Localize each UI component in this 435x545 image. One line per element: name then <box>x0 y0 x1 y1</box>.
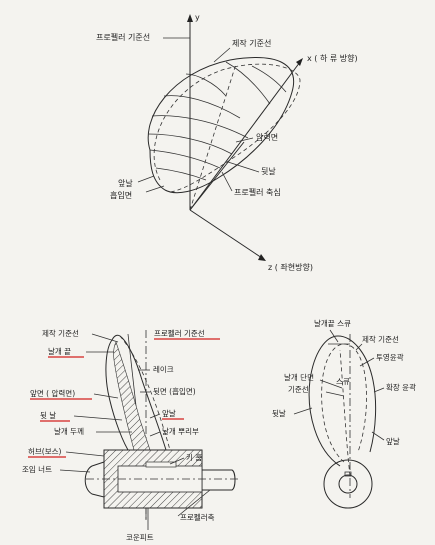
leader-trailing-edge-right <box>293 407 313 415</box>
x-axis-arrow-icon <box>296 58 303 66</box>
manufacturing-reference-line-label-right: 제작 기준선 <box>362 334 399 344</box>
axis-x-label: x ( 하 류 방향) <box>307 53 358 63</box>
leader-leading-edge-right <box>371 431 385 441</box>
manufacturing-reference-line-label: 제작 기준선 <box>232 38 271 48</box>
hub-circle-inner <box>338 474 358 494</box>
expanded-outline-label: 확장 윤곽 <box>386 382 416 392</box>
propeller-reference-line-label-2: 프로펠러 기준선 <box>154 329 205 338</box>
propeller-reference-line-label: 프로펠러 기준선 <box>96 32 150 42</box>
z-axis-arrow-icon <box>258 254 266 261</box>
blade-back-face <box>119 335 171 451</box>
cone-fit-label: 코운피트 <box>126 533 154 542</box>
leader-lock-nut <box>59 469 91 473</box>
propeller-shaft-axis <box>189 141 245 211</box>
lock-nut <box>84 461 105 498</box>
leading-edge-label: 앞날 <box>118 178 133 188</box>
keyway <box>145 461 177 468</box>
blade-section-reference-line-label-2: 기준선 <box>288 385 309 394</box>
leader-skew <box>325 391 345 397</box>
rake-label: 레이크 <box>153 364 174 374</box>
propeller-shaft-center-label: 프로펠러 축심 <box>234 187 281 197</box>
trailing-edge-label: 뒷날 <box>261 166 276 176</box>
leader-shaft-center <box>221 171 233 192</box>
leader-blade-root <box>149 431 161 437</box>
z-axis <box>189 209 263 259</box>
leading-edge-label-right: 앞날 <box>386 436 400 446</box>
projected-outline <box>321 343 367 463</box>
leader-trailing-edge <box>227 161 260 173</box>
leader-projected-outline <box>359 357 375 367</box>
pressure-face-label: 압력면 <box>256 132 278 142</box>
leader-trailing-edge-2 <box>73 415 123 421</box>
blade-projected-outline <box>153 63 301 193</box>
leader-manufacturing-ref-right <box>355 343 363 351</box>
bottom-right-blade-outline: 날개끝 스큐 제작 기준선 투영윤곽 날개 단면 기준선 스큐 확장 윤곽 뒷날… <box>272 318 416 509</box>
blade-tip-label: 날개 끝 <box>48 346 71 356</box>
manufacturing-reference-line-label-2: 제작 기준선 <box>42 328 79 338</box>
keyway-label: 키 홈 <box>186 452 202 462</box>
face-label: 앞면 ( 압력면) <box>30 388 75 398</box>
blade-section-reference-line-label-1: 날개 단면 <box>284 372 314 382</box>
leader-leading-edge-2 <box>149 413 161 419</box>
lock-nut-label: 조임 너트 <box>22 464 52 474</box>
trailing-edge-label-2: 뒷 날 <box>40 410 56 420</box>
bottom-left-blade-section: 제작 기준선 프로펠러 기준선 날개 끝 레이크 뒷면 (흡입면) 앞면 ( 압… <box>22 328 238 542</box>
axis-z-label: z ( 좌현방향) <box>268 262 313 272</box>
leader-leading-edge <box>137 175 155 183</box>
back-label: 뒷면 (흡입면) <box>153 386 196 396</box>
blade-section-lines <box>147 61 287 181</box>
leader-expanded-outline <box>373 387 385 393</box>
leader-manufacturing-ref <box>213 47 231 63</box>
axis-y-label: y <box>195 13 200 22</box>
leading-edge-label-2: 앞날 <box>162 408 176 418</box>
leader-hub <box>65 451 105 457</box>
y-axis-arrow-icon <box>187 14 193 22</box>
skew-label: 스큐 <box>336 377 350 386</box>
suction-face-label: 흡입면 <box>110 190 132 200</box>
leader-keyway <box>169 457 185 465</box>
hub-keyway <box>344 471 352 477</box>
blade-root-label: 날개 뿌리부 <box>162 426 199 436</box>
hub-circle-outer <box>323 459 373 509</box>
blade-section-reference-line <box>339 349 351 477</box>
leader-pressure-face <box>235 137 254 143</box>
blade-thickness-section <box>113 341 151 451</box>
blade-section-outline <box>105 334 167 451</box>
manufacturing-reference-line <box>189 63 237 211</box>
projected-outline-label: 투영윤곽 <box>376 352 404 362</box>
blade-outline <box>147 57 294 194</box>
propeller-shaft-label: 프로펠러축 <box>180 513 215 522</box>
blade-thickness-label: 날개 두께 <box>54 426 84 436</box>
trailing-edge-label-right: 뒷날 <box>272 408 286 418</box>
blade-tip-skew-label: 날개끝 스큐 <box>314 318 351 328</box>
leader-tip-skew <box>329 329 339 343</box>
leader-manufacturing-ref-2 <box>91 333 119 343</box>
leader-blade-section-ref <box>319 379 343 389</box>
hub-label: 허브(보스) <box>28 447 62 456</box>
expanded-outline <box>308 335 377 467</box>
leader-propeller-shaft <box>177 489 211 517</box>
leader-face <box>93 393 119 399</box>
top-figure-3d-blade: y x ( 하 류 방향) z ( 좌현방향) 프로펠러 기준선 제작 기준선 … <box>96 13 358 272</box>
leader-suction-face <box>145 185 165 193</box>
propeller-shaft <box>202 469 236 491</box>
